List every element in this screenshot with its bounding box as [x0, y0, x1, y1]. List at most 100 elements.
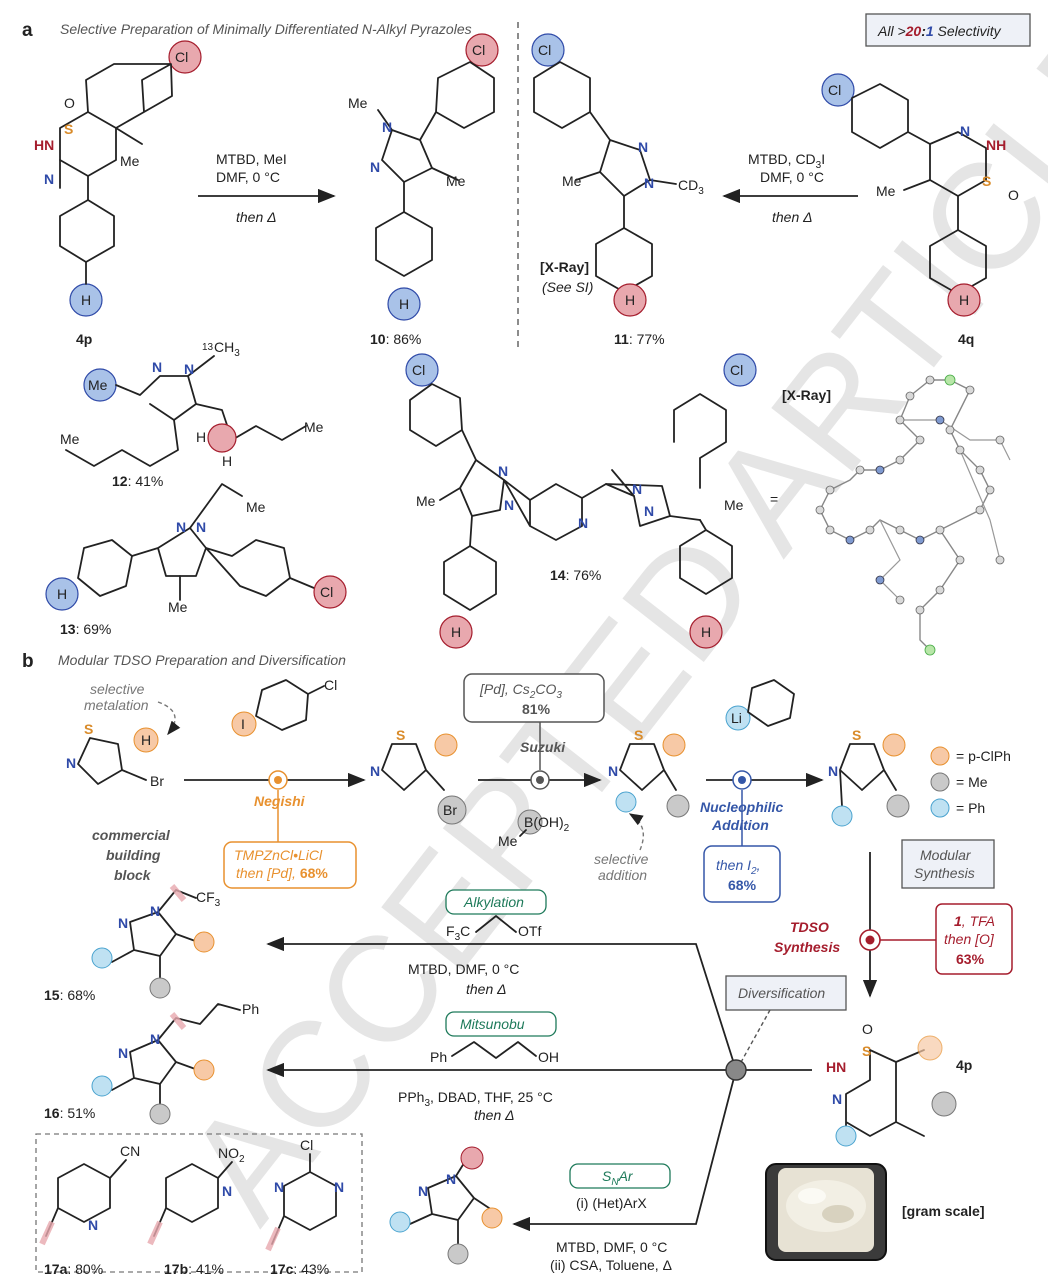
svg-text:O: O [862, 1021, 873, 1037]
svg-text:N: N [608, 763, 618, 779]
svg-text:[gram scale]: [gram scale] [902, 1203, 984, 1219]
svg-text:4q: 4q [958, 331, 974, 347]
section-b-letter: b [22, 651, 34, 672]
legend: = p-ClPh = Me = Ph [930, 746, 1011, 818]
svg-text:CH3: CH3 [214, 339, 240, 359]
svg-text:block: block [114, 867, 152, 883]
negishi-step: I Cl Negishi TMPZnCl•LiCl then [Pd], 68% [184, 677, 366, 889]
svg-text:Negishi: Negishi [254, 793, 306, 809]
mitsunobu-step: Mitsunobu Ph OH PPh3, DBAD, THF, 25 °C t… [398, 1011, 559, 1123]
svg-text:NH: NH [986, 137, 1006, 153]
svg-text:S: S [64, 121, 73, 137]
svg-text:then Δ: then Δ [236, 209, 277, 225]
svg-text:S: S [634, 727, 643, 743]
watermark-text: ACCEPTED ARTICLE PREVIEW [153, 0, 1048, 1250]
compound-10: Cl N N Me Me H 10: 86% [348, 33, 499, 347]
svg-text:(ii) CSA, Toluene, Δ: (ii) CSA, Toluene, Δ [550, 1257, 672, 1273]
svg-text:Alkylation: Alkylation [463, 894, 524, 910]
svg-text:Synthesis: Synthesis [914, 865, 975, 881]
svg-text:building: building [106, 847, 161, 863]
svg-text:PPh3, DBAD, THF, 25 °C: PPh3, DBAD, THF, 25 °C [398, 1089, 553, 1109]
svg-text:13: 13 [202, 342, 214, 353]
svg-text:4p: 4p [956, 1057, 972, 1073]
svg-text:Me: Me [60, 431, 80, 447]
svg-text:16: 51%: 16: 51% [44, 1105, 95, 1121]
svg-text:N: N [578, 515, 588, 531]
svg-text:CD3: CD3 [678, 177, 704, 197]
section-b-title: Modular TDSO Preparation and Diversifica… [58, 652, 346, 668]
svg-text:N: N [152, 359, 162, 375]
compound-4p-tdso: O S HN N 4p [826, 1021, 972, 1147]
svg-text:O: O [64, 95, 75, 111]
tdso-synthesis-step: TDSO Synthesis 1, TFA then [O] 63% [774, 852, 1013, 998]
svg-text:H: H [81, 292, 91, 308]
isothiazole-start: S N Br H selective metalation commercial… [66, 681, 181, 883]
svg-text:N: N [118, 1045, 128, 1061]
svg-text:4p: 4p [76, 331, 92, 347]
svg-text:10: 86%: 10: 86% [370, 331, 421, 347]
svg-text:then [Pd], 68%: then [Pd], 68% [236, 865, 328, 881]
compound-15: N N CF3 15: 68% [44, 884, 221, 1003]
svg-text:Modular: Modular [920, 847, 972, 863]
svg-text:H: H [57, 586, 67, 602]
legend-swatch-ph [930, 798, 950, 818]
svg-text:N: N [446, 1171, 456, 1187]
svg-text:SNAr: SNAr [602, 1168, 634, 1188]
compound-14: Cl N N N N N Me Me H Cl H 14: 76% = [405, 353, 778, 649]
svg-text:OH: OH [538, 1049, 559, 1065]
svg-text:Me: Me [562, 173, 582, 189]
svg-text:Me: Me [446, 173, 466, 189]
svg-text:Me: Me [876, 183, 896, 199]
svg-text:N: N [66, 755, 76, 771]
svg-text:17c: 43%: 17c: 43% [270, 1261, 329, 1276]
svg-text:17a: 80%: 17a: 80% [44, 1261, 103, 1276]
svg-text:S: S [852, 727, 861, 743]
watermark: ACCEPTED ARTICLE PREVIEW [153, 0, 1048, 1250]
svg-text:addition: addition [598, 867, 647, 883]
svg-text:Suzuki: Suzuki [520, 739, 566, 755]
svg-text:Me: Me [168, 599, 188, 615]
legend-label-me: = Me [956, 774, 988, 790]
svg-text:N: N [638, 139, 648, 155]
svg-text:S: S [396, 727, 405, 743]
svg-text:12: 41%: 12: 41% [112, 473, 163, 489]
svg-text:MTBD, DMF, 0 °C: MTBD, DMF, 0 °C [556, 1239, 667, 1255]
svg-text:MTBD, MeI: MTBD, MeI [216, 151, 287, 167]
selectivity-badge: All >20:1 Selectivity [865, 13, 1031, 47]
heteroaryl-box: CN N 17a: 80% NO2 N 17b: 41% Cl N N 17c:… [35, 1133, 363, 1276]
svg-text:B(OH)2: B(OH)2 [524, 814, 570, 834]
intermediate-phenyl: S N [828, 727, 910, 827]
svg-text:HN: HN [826, 1059, 846, 1075]
svg-text:then I2,: then I2, [716, 857, 760, 877]
svg-text:Cl: Cl [300, 1137, 313, 1153]
svg-text:TDSO: TDSO [790, 919, 829, 935]
snar-step: SNAr (i) (Het)ArX MTBD, DMF, 0 °C (ii) C… [550, 1163, 672, 1273]
svg-text:H: H [451, 624, 461, 640]
svg-text:14: 76%: 14: 76% [550, 567, 601, 583]
svg-text:N: N [150, 1031, 160, 1047]
svg-text:N: N [370, 159, 380, 175]
svg-text:N: N [334, 1179, 344, 1195]
svg-text:N: N [196, 519, 206, 535]
svg-text:=: = [770, 491, 778, 507]
svg-text:CF3: CF3 [196, 889, 221, 909]
svg-text:81%: 81% [522, 701, 551, 717]
compound-4p: Cl S O HN N Me H 4p [34, 40, 202, 347]
svg-text:N: N [504, 497, 514, 513]
svg-text:N: N [274, 1179, 284, 1195]
svg-text:Cl: Cl [828, 82, 841, 98]
svg-text:[X-Ray]: [X-Ray] [540, 259, 589, 275]
compound-16: N N Ph 16: 51% [44, 1001, 259, 1125]
svg-text:H: H [196, 429, 206, 445]
svg-text:CN: CN [120, 1143, 140, 1159]
reaction-arrow-2: MTBD, CD3I DMF, 0 °C then Δ [722, 151, 858, 225]
svg-text:S: S [982, 173, 991, 189]
svg-text:Me: Me [246, 499, 266, 515]
compound-12: Me N N 13 CH3 Me Me H H 12: 41% [60, 339, 324, 489]
svg-text:N: N [370, 763, 380, 779]
svg-text:Ph: Ph [430, 1049, 447, 1065]
svg-text:All >20:1 Selectivity: All >20:1 Selectivity [877, 23, 1002, 39]
svg-text:DMF, 0 °C: DMF, 0 °C [760, 169, 824, 185]
